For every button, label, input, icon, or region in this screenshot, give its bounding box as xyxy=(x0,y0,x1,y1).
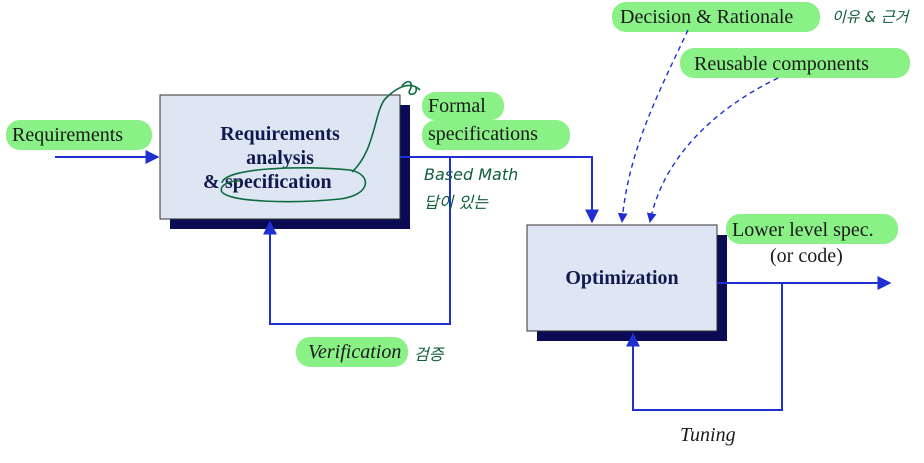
annotation-korean-math: 답이 있는 xyxy=(424,193,489,212)
arrows xyxy=(55,150,892,411)
pen-scribble xyxy=(401,80,417,96)
box-body xyxy=(526,224,718,332)
pen-circle-specification xyxy=(220,167,367,203)
highlight-formal xyxy=(422,92,504,120)
dashed-arrow-decision xyxy=(617,29,689,223)
arrow-to-optimization xyxy=(400,156,599,224)
highlight-verification xyxy=(296,337,408,367)
annotation-verification: 검증 xyxy=(414,345,445,364)
req-box-line1: Requirements xyxy=(220,123,340,145)
arrow-tuning-loop xyxy=(626,283,783,411)
req-box-line2: analysis xyxy=(246,147,314,169)
decision-label: Decision & Rationale xyxy=(620,6,793,28)
highlight-requirements xyxy=(6,120,152,150)
optimization-box-title: Optimization xyxy=(565,267,678,289)
annotation-decision: 이유 & 근거 xyxy=(832,8,910,26)
optimization-box xyxy=(526,224,727,341)
box-body xyxy=(159,94,401,220)
formal-label-line2: specifications xyxy=(428,123,538,145)
req-box-line3-word: specification xyxy=(225,171,332,193)
arrow-verification-loop xyxy=(263,157,451,325)
tuning-label: Tuning xyxy=(680,424,736,446)
highlight-decision xyxy=(612,2,820,32)
requirements-analysis-box xyxy=(159,94,410,229)
reusable-label: Reusable components xyxy=(694,53,869,75)
req-box-line3-amp: & xyxy=(203,171,220,193)
dashed-arrows xyxy=(617,29,779,223)
highlight-lower-level xyxy=(726,214,898,244)
dashed-arrow-reusable xyxy=(646,77,779,223)
annotation-based-math: Based Math xyxy=(424,165,518,184)
verification-label: Verification xyxy=(308,341,401,363)
highlight-specifications xyxy=(422,120,570,150)
pen-marks xyxy=(220,80,421,203)
requirements-label: Requirements xyxy=(12,124,123,146)
pen-link-to-formal xyxy=(351,84,421,173)
formal-label-line1: Formal xyxy=(428,95,486,117)
lower-level-label-line2: (or code) xyxy=(770,245,843,267)
highlight-reusable xyxy=(680,48,910,78)
lower-level-label-line1: Lower level spec. xyxy=(732,219,874,241)
